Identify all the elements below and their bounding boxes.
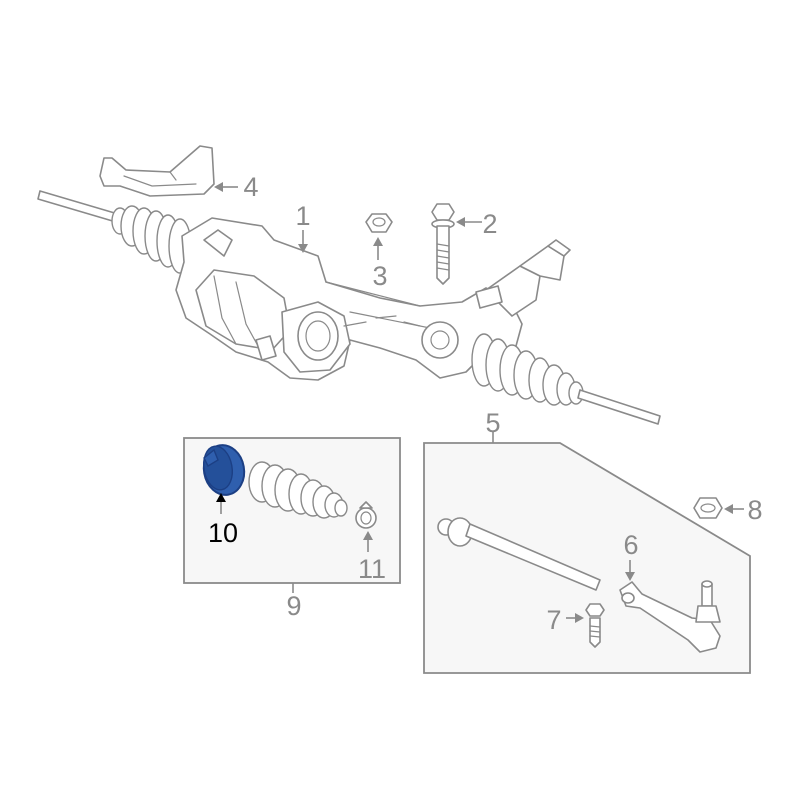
left-rack-boot xyxy=(111,205,192,274)
tie-rod-bolt xyxy=(585,603,605,648)
small-boot-clamp xyxy=(355,501,377,529)
tie-rod-boot xyxy=(248,461,348,519)
right-tie-rod-shaft xyxy=(577,389,661,425)
left-tie-rod-shaft xyxy=(37,190,119,223)
boot-clamp-highlighted[interactable] xyxy=(200,442,248,498)
steering-gear xyxy=(37,190,661,425)
right-rack-boot xyxy=(471,333,584,406)
gear-mounting-nut xyxy=(365,213,393,233)
callout-3: 3 xyxy=(372,261,387,291)
boot-kit-group[interactable] xyxy=(183,437,401,584)
callout-4: 4 xyxy=(243,172,258,202)
inner-tie-rod xyxy=(437,517,601,591)
heat-shield-bracket xyxy=(99,145,215,197)
gear-mounting-bolt xyxy=(431,203,455,285)
callout-7: 7 xyxy=(546,605,561,635)
callout-11: 11 xyxy=(358,554,386,584)
callout-9: 9 xyxy=(286,591,301,621)
callout-1: 1 xyxy=(295,201,310,231)
callout-8: 8 xyxy=(747,495,762,525)
callout-6: 6 xyxy=(623,530,638,560)
outer-tie-rod-end xyxy=(619,580,721,653)
callout-10[interactable]: 10 xyxy=(208,518,238,548)
tie-rod-end-nut xyxy=(693,497,723,519)
callout-2: 2 xyxy=(482,209,497,239)
tie-rod-kit-group[interactable] xyxy=(423,442,751,674)
callout-5: 5 xyxy=(485,408,500,438)
